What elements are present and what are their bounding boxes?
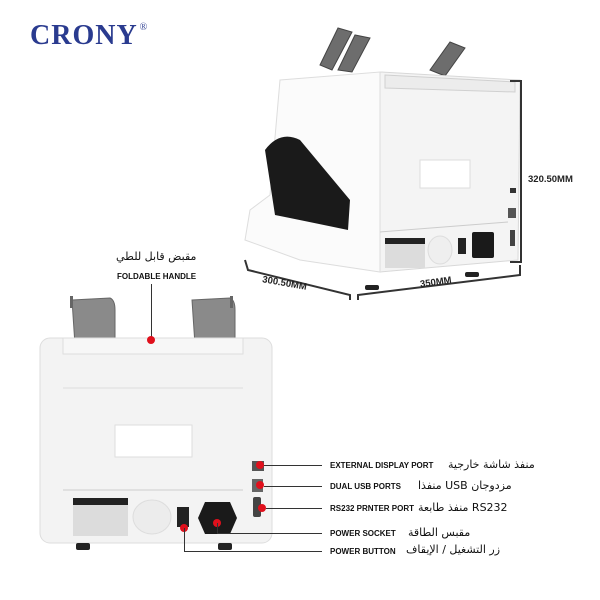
- power-socket-label-ar: مقبس الطاقة: [408, 526, 471, 539]
- external-display-line: [264, 465, 322, 466]
- rs232-dot: [258, 504, 266, 512]
- rs232-label-en: RS232 PRNTER PORT: [330, 504, 415, 513]
- external-display-label-en: EXTERNAL DISPLAY PORT: [330, 461, 434, 470]
- dual-usb-line: [264, 486, 322, 487]
- power-socket-line-v: [217, 523, 218, 533]
- power-socket-label-en: POWER SOCKET: [330, 529, 396, 538]
- external-display-dot: [256, 461, 264, 469]
- power-socket-line-h: [217, 533, 322, 534]
- external-display-label-ar: منفذ شاشة خارجية: [448, 458, 535, 471]
- handle-callout-line: [151, 284, 152, 338]
- handle-callout-en: FOLDABLE HANDLE: [117, 272, 197, 281]
- power-button-line-h: [184, 551, 322, 552]
- rs232-label-ar: RS232 منفذ طابعة: [418, 501, 508, 514]
- dual-usb-label-en: DUAL USB PORTS: [330, 482, 401, 491]
- height-dimension-line: [520, 80, 522, 263]
- device-perspective-view: [244, 27, 521, 290]
- registered-mark: ®: [139, 22, 149, 33]
- height-dimension-tick-bottom: [510, 261, 522, 263]
- rs232-line: [266, 508, 322, 509]
- power-button-line-v: [184, 528, 185, 551]
- dual-usb-dot: [256, 481, 264, 489]
- brand-logo: CRONY®: [30, 20, 148, 52]
- handle-callout-ar: مقبض قابل للطي: [116, 250, 197, 263]
- height-dimension-tick-top: [510, 80, 522, 82]
- handle-callout-dot: [147, 336, 155, 344]
- depth-dimension-line: [244, 259, 351, 300]
- brand-name: CRONY: [30, 20, 138, 51]
- power-button-label-en: POWER BUTTON: [330, 547, 396, 556]
- dual-usb-label-ar: مزدوجان USB منفذا: [418, 479, 512, 492]
- width-dimension-line: [357, 265, 521, 300]
- power-button-label-ar: زر التشغيل / الإيقاف: [406, 543, 501, 556]
- height-dimension-label: 320.50MM: [528, 174, 573, 185]
- device-rear-view: [39, 296, 273, 550]
